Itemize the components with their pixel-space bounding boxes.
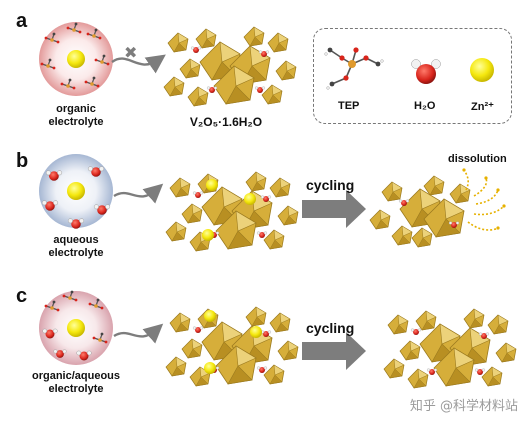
legend-water-label: H₂O xyxy=(414,100,436,112)
panel-b-sphere-caption: aqueous electrolyte xyxy=(48,234,104,259)
panel-b-letter: b xyxy=(16,150,29,172)
panel-b-dissolved-lattice xyxy=(369,175,471,248)
legend-box xyxy=(313,28,512,124)
zinc-ion-legend-icon xyxy=(470,58,494,82)
panel-a-vanadium-oxide-lattice xyxy=(164,27,296,106)
panel-a-letter: a xyxy=(16,10,28,32)
panel-b-cycling-label: cycling xyxy=(306,177,355,193)
panel-c-lattice-with-zinc xyxy=(166,307,298,386)
water-molecule-icon xyxy=(411,59,441,84)
panel-b-lattice-with-zinc xyxy=(166,172,298,251)
panel-c-mixed-sphere xyxy=(39,290,113,365)
tep-molecule-icon xyxy=(324,47,384,90)
panel-a-sphere-caption: organic electrolyte xyxy=(48,103,104,128)
panel-c-cycling-label: cycling xyxy=(306,320,355,336)
panel-b-dissolution-label: dissolution xyxy=(448,153,507,165)
dissolution-arrows xyxy=(462,168,506,231)
panel-b-cycling-arrow xyxy=(302,190,366,228)
panel-a-organic-sphere xyxy=(39,22,113,96)
blocked-cross-icon: ✖ xyxy=(124,43,137,62)
legend-tep-label: TEP xyxy=(338,100,360,112)
zinc-ion-icon xyxy=(67,50,85,68)
panel-c-sphere-caption: organic/aqueous electrolyte xyxy=(31,370,121,395)
panel-c-cycling-arrow xyxy=(302,332,366,370)
panel-b-aqueous-sphere xyxy=(39,154,113,230)
panel-a-product-label: V₂O₅·1.6H₂O xyxy=(189,115,263,129)
watermark: 知乎 @科学材料站 xyxy=(409,399,518,414)
legend-zinc-label: Zn²⁺ xyxy=(471,101,494,113)
panel-c-stable-lattice xyxy=(384,309,516,388)
panel-c-letter: c xyxy=(16,285,28,307)
